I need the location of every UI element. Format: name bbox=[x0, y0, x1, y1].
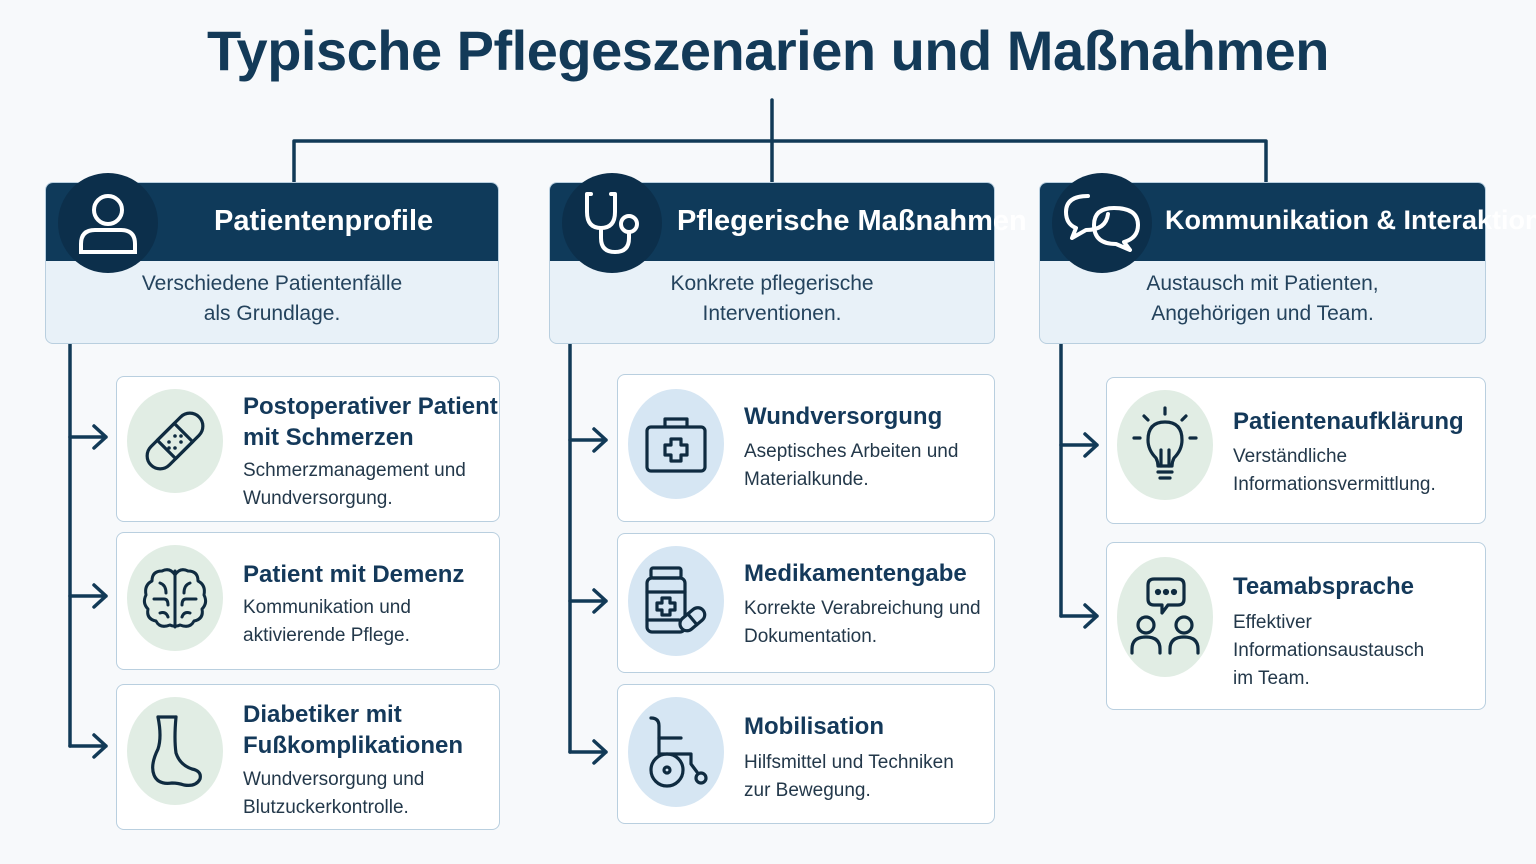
col1-arrow-1 bbox=[68, 424, 108, 450]
card-description-line: Hilfsmittel und Techniken bbox=[744, 752, 954, 773]
card-description-line: Blutzuckerkontrolle. bbox=[243, 797, 409, 818]
card-description-line: Schmerzmanagement und bbox=[243, 460, 466, 481]
card-diabetiker: Diabetiker mit Fußkomplikationen Wundver… bbox=[116, 684, 500, 830]
card-description: Korrekte Verabreichung und Dokumentation… bbox=[744, 595, 981, 651]
card-title: Mobilisation bbox=[744, 713, 884, 740]
column-description-line: als Grundlage. bbox=[203, 302, 341, 325]
col1-arrow-3 bbox=[68, 733, 108, 759]
column-description: Konkrete pflegerische Interventionen. bbox=[550, 269, 994, 329]
card-description-line: Informationsvermittlung. bbox=[1233, 474, 1436, 495]
card-description: Schmerzmanagement und Wundversorgung. bbox=[243, 457, 466, 513]
card-title-line: Fußkomplikationen bbox=[243, 732, 464, 759]
card-title-line: Postoperativer Patient bbox=[243, 393, 498, 420]
brain-icon bbox=[127, 545, 223, 651]
card-description-line: Informationsaustausch bbox=[1233, 640, 1425, 661]
card-description-line: Materialkunde. bbox=[744, 469, 869, 490]
column-title: Patientenprofile bbox=[214, 205, 434, 237]
card-title-line: Diabetiker mit bbox=[243, 701, 402, 728]
card-description-line: Aseptisches Arbeiten und bbox=[744, 441, 959, 462]
column-title: Pflegerische Maßnahmen bbox=[677, 205, 1027, 237]
card-mobilisation: Mobilisation Hilfsmittel und Techniken z… bbox=[617, 684, 995, 824]
card-description-line: Dokumentation. bbox=[744, 626, 878, 647]
card-description-line: Wundversorgung. bbox=[243, 488, 393, 509]
card-teamabsprache: Teamabsprache Effektiver Informationsaus… bbox=[1106, 542, 1486, 710]
first-aid-kit-icon bbox=[628, 389, 724, 499]
col3-arrow-1 bbox=[1059, 432, 1099, 458]
bandage-icon bbox=[127, 389, 223, 493]
column-description-line: Konkrete pflegerische bbox=[670, 272, 874, 295]
card-description-line: Effektiver bbox=[1233, 612, 1312, 633]
card-medikamentengabe: Medikamentengabe Korrekte Verabreichung … bbox=[617, 533, 995, 673]
card-title: Postoperativer Patient mit Schmerzen bbox=[243, 391, 498, 453]
header-kommunikation: Kommunikation & Interaktion Austausch mi… bbox=[1039, 173, 1536, 344]
card-postoperativer-patient: Postoperativer Patient mit Schmerzen Sch… bbox=[116, 376, 500, 522]
column-description: Austausch mit Patienten, Angehörigen und… bbox=[1040, 269, 1485, 329]
col2-arrow-3 bbox=[568, 739, 608, 765]
card-title: Diabetiker mit Fußkomplikationen bbox=[243, 699, 463, 761]
chat-bubbles-icon bbox=[1052, 173, 1152, 273]
person-icon bbox=[58, 173, 158, 273]
card-title-line: mit Schmerzen bbox=[243, 424, 414, 451]
stethoscope-icon bbox=[562, 173, 662, 273]
card-description: Aseptisches Arbeiten und Materialkunde. bbox=[744, 438, 958, 494]
card-title: Teamabsprache bbox=[1233, 573, 1414, 600]
card-patientenaufklaerung: Patientenaufklärung Verständliche Inform… bbox=[1106, 377, 1486, 524]
branch-line bbox=[292, 139, 1268, 184]
header-pflegerische-massnahmen: Pflegerische Maßnahmen Konkrete pflegeri… bbox=[549, 173, 1027, 344]
card-patient-mit-demenz: Patient mit Demenz Kommunikation und akt… bbox=[116, 532, 500, 670]
card-wundversorgung: Wundversorgung Aseptisches Arbeiten und … bbox=[617, 374, 995, 522]
lightbulb-icon bbox=[1117, 390, 1213, 500]
foot-icon bbox=[127, 697, 223, 805]
column-description: Verschiedene Patientenfälle als Grundlag… bbox=[46, 269, 498, 329]
card-title: Patientenaufklärung bbox=[1233, 408, 1464, 435]
wheelchair-icon bbox=[628, 697, 724, 807]
card-description-line: Korrekte Verabreichung und bbox=[744, 598, 981, 619]
card-description: Effektiver Informationsaustausch im Team… bbox=[1233, 609, 1424, 693]
team-chat-icon bbox=[1117, 557, 1213, 677]
page-title: Typische Pflegeszenarien und Maßnahmen bbox=[207, 19, 1330, 82]
col2-arrow-1 bbox=[568, 427, 608, 453]
col2-arrow-2 bbox=[568, 588, 608, 614]
card-title: Patient mit Demenz bbox=[243, 561, 465, 588]
column-description-line: Verschiedene Patientenfälle bbox=[141, 272, 403, 295]
column-description-line: Austausch mit Patienten, bbox=[1146, 272, 1379, 295]
header-patientenprofile: Patientenprofile Verschiedene Patientenf… bbox=[45, 173, 499, 344]
col3-arrow-2 bbox=[1059, 603, 1099, 629]
column-title: Kommunikation & Interaktion bbox=[1165, 205, 1536, 235]
card-title: Wundversorgung bbox=[744, 403, 943, 430]
card-description: Hilfsmittel und Techniken zur Bewegung. bbox=[744, 749, 954, 805]
card-description: Wundversorgung und Blutzuckerkontrolle. bbox=[243, 766, 424, 822]
card-description-line: Kommunikation und bbox=[243, 597, 411, 618]
card-description-line: Wundversorgung und bbox=[243, 769, 425, 790]
card-description: Kommunikation und aktivierende Pflege. bbox=[243, 594, 411, 650]
card-title: Medikamentengabe bbox=[744, 560, 967, 587]
card-description-line: Verständliche bbox=[1233, 446, 1348, 467]
column-description-line: Interventionen. bbox=[702, 302, 842, 325]
card-description-line: zur Bewegung. bbox=[744, 780, 871, 801]
card-description: Verständliche Informationsvermittlung. bbox=[1233, 443, 1436, 499]
column-description-line: Angehörigen und Team. bbox=[1151, 302, 1374, 325]
col1-arrow-2 bbox=[68, 583, 108, 609]
card-description-line: aktivierende Pflege. bbox=[243, 625, 410, 646]
medication-icon bbox=[628, 546, 724, 656]
card-description-line: im Team. bbox=[1233, 668, 1310, 689]
